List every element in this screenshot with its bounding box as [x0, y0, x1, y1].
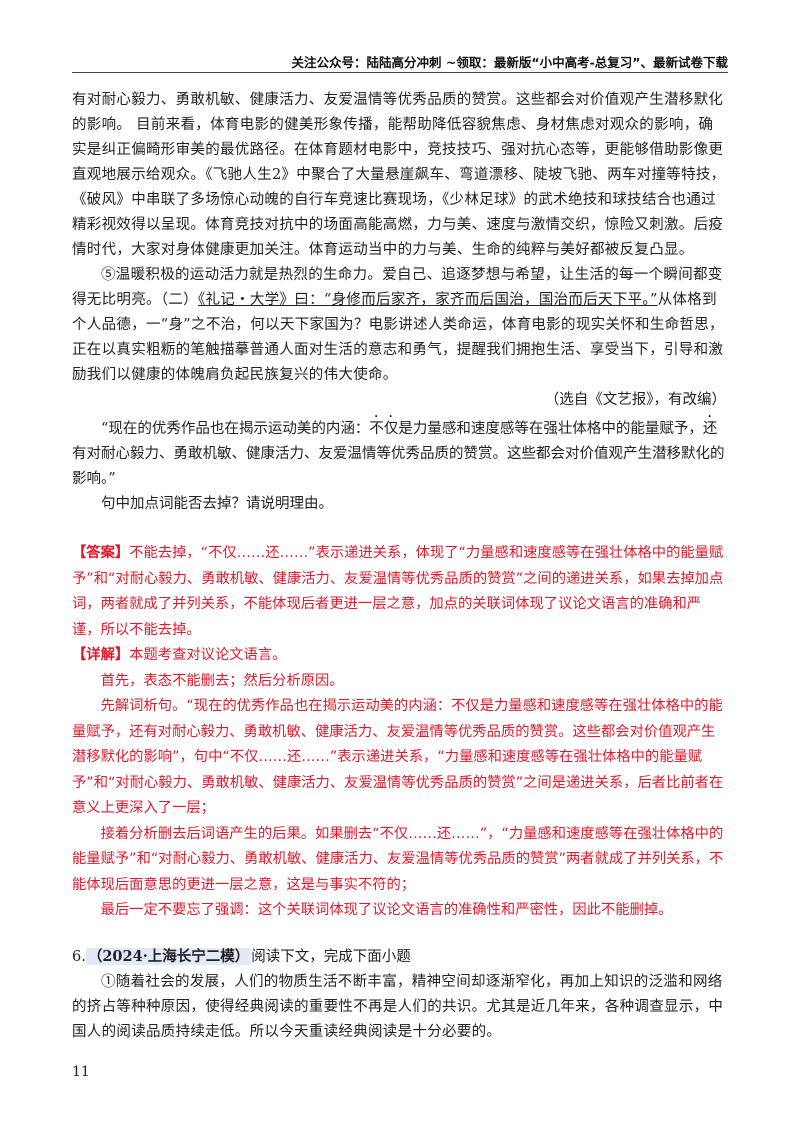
question-prompt: 句中加点词能否去掉？请说明理由。 [101, 496, 333, 512]
detail-paragraph: 最后一定不要忘了强调：这个关联词体现了议论文语言的准确性和严密性，因此不能删掉。 [100, 902, 673, 918]
answer-block: 【答案】不能去掉，“不仅……还……”表示递进关系，体现了“力量感和速度感等在强壮… [72, 541, 728, 924]
question-number: 6. [72, 948, 86, 965]
passage-source: （选自《文艺报》，有改编） [544, 392, 726, 408]
page-content: 有对耐心毅力、勇敢机敏、健康活力、友爱温情等优秀品质的赞赏。这些都会对价值观产生… [72, 88, 728, 1045]
quote-text: “现在的优秀作品也在揭示运动美的内涵： [101, 421, 370, 437]
passage-paragraph: ⑤温暖积极的运动活力就是热烈的生命力。爱自己、追逐梦想与希望，让生活的每一个瞬间… [72, 263, 728, 388]
passage-paragraph: 有对耐心毅力、勇敢机敏、健康活力、友爱温情等优秀品质的赞赏。这些都会对价值观产生… [72, 92, 726, 258]
detail-line: 【详解】本题考查对议论文语言。 [72, 643, 728, 669]
detail-paragraph: 首先，表态不能删去；然后分析原因。 [100, 672, 344, 689]
quote-text: 是力量感和速度感等在强壮体格中的能量赋予， [398, 421, 703, 437]
passage-paragraph: ①随着社会的发展，人们的物质生活不断丰富，精神空间却逐渐窄化，再加上知识的泛滥和… [72, 973, 724, 1040]
header-divider [72, 72, 728, 73]
question-quote: “现在的优秀作品也在揭示运动美的内涵：不仅是力量感和速度感等在强壮体格中的能量赋… [72, 413, 728, 492]
question-instruction: 阅读下文，完成下面小题 [251, 948, 411, 965]
answer-line: 【答案】不能去掉，“不仅……还……”表示递进关系，体现了“力量感和速度感等在强壮… [72, 541, 728, 643]
detail-tag: 【详解】 [72, 647, 130, 663]
answer-text: 不能去掉，“不仅……还……”表示递进关系，体现了“力量感和速度感等在强壮体格中的… [72, 545, 724, 638]
question-6-heading: 6.（2024·上海长宁二模）阅读下文，完成下面小题 [72, 944, 728, 970]
page-header: 关注公众号：陆陆高分冲刺 ~领取：最新版“小中高考-总复习”、最新试卷下载 [291, 55, 728, 70]
dotted-word: 不仅 [369, 421, 399, 437]
quote-text: 有对耐心毅力、勇敢机敏、健康活力、友爱温情等优秀品质的赞赏。这些都会对价值观产生… [72, 446, 725, 487]
answer-tag: 【答案】 [72, 545, 130, 561]
passage-text: ⑤温暖积极的运动活力就是热烈的生命力。爱自己、追逐梦想与希望，让生活的每一个瞬间… [72, 267, 723, 308]
underlined-quote: 《礼记・大学》曰：“身修而后家齐，家齐而后国治，国治而后天下平。” [197, 292, 658, 308]
dotted-word: 还 [702, 421, 718, 437]
page-number: 11 [72, 1064, 90, 1080]
detail-paragraph: 先解词析句。“现在的优秀作品也在揭示运动美的内涵：不仅是力量感和速度感等在强壮体… [72, 698, 724, 816]
passage-text: 从体格到个人品德，一“身”之不治，何以天下家国为？电影讲述人类命运，体育电影的现… [72, 292, 724, 383]
detail-text: 本题考查对议论文语言。 [129, 647, 287, 663]
detail-paragraph: 接着分析删去后词语产生的后果。如果删去“不仅……还……”，“力量感和速度感等在强… [72, 825, 724, 893]
question-source-badge: （2024·上海长宁二模） [85, 947, 252, 965]
